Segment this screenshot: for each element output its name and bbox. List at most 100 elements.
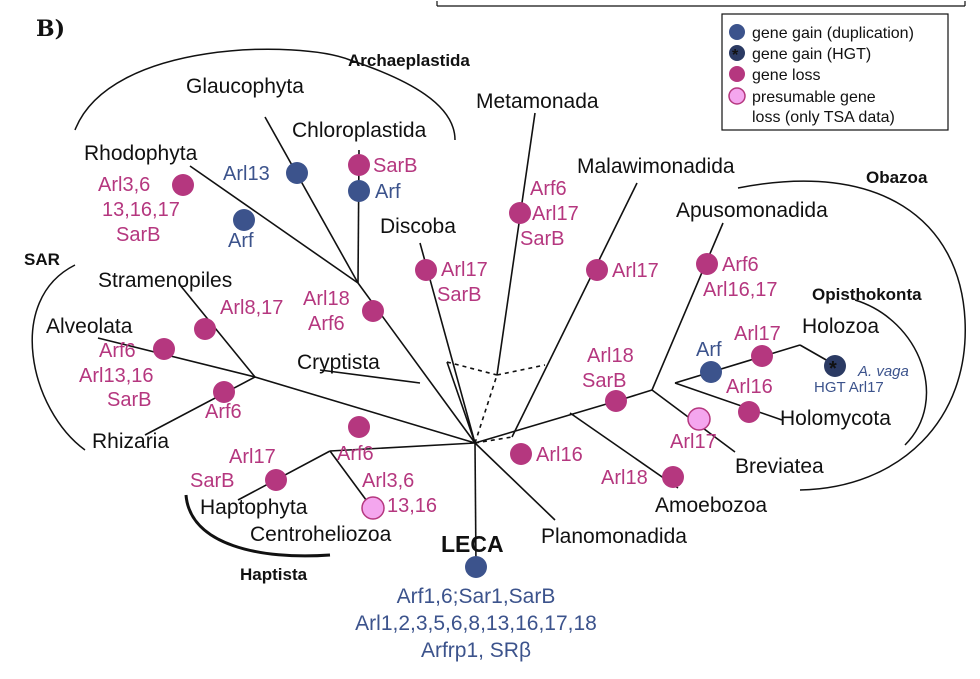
- metamonada-dashed: [474, 374, 498, 444]
- opisthokonta-gain-marker: [700, 361, 722, 383]
- metamonada-branch: [496, 112, 536, 376]
- centroheliozoa-presumable-loss-marker: [361, 496, 385, 520]
- legend-presumable-label-2: loss (only TSA data): [752, 109, 895, 126]
- amoebozoa-label: Amoebozoa: [655, 494, 767, 517]
- rhizaria-loss-marker: [213, 381, 235, 403]
- stramenopiles-label: Stramenopiles: [98, 269, 232, 292]
- panel-label: B): [36, 16, 65, 42]
- glaucophyta-branch: [264, 116, 359, 284]
- cryptista-dashed: [446, 361, 498, 376]
- hgt-asterisk-icon: *: [829, 358, 837, 380]
- stramenopiles-loss-label: Arl8,17: [220, 297, 283, 319]
- rhizaria-label: Rhizaria: [92, 430, 169, 453]
- holomycota-label: Holomycota: [780, 407, 891, 430]
- metamonada-dashed-right: [496, 364, 546, 376]
- haptista-loss-marker: [348, 416, 370, 438]
- legend-hgt-label: gene gain (HGT): [752, 46, 871, 63]
- glaucophyta-label: Glaucophyta: [186, 75, 304, 98]
- planomonadida-loss-marker: [510, 443, 532, 465]
- obazoa-loss-marker: [605, 390, 627, 412]
- chloroplastida-label: Chloroplastida: [292, 119, 427, 142]
- obazoa-loss-label-1: Arl18: [587, 345, 634, 367]
- hgt-arl17-label: HGT Arl17: [814, 379, 884, 396]
- haptista-stem: [329, 442, 476, 452]
- legend-loss-marker: [729, 66, 745, 82]
- archaeplastida-arc: [74, 48, 456, 141]
- rhodophyta-branch: [189, 165, 359, 284]
- legend-hgt-marker: [729, 45, 745, 61]
- alveolata-loss-label-1: Arf6: [99, 340, 136, 362]
- event-markers: *: [153, 154, 846, 578]
- leca-stem: [474, 442, 477, 568]
- apusomonadida-loss-label-2: Arl16,17: [703, 279, 778, 301]
- chloroplastida-gain-marker: [348, 180, 370, 202]
- haptophyta-loss-marker: [265, 469, 287, 491]
- haptista-label: Haptista: [240, 565, 308, 584]
- haptophyta-loss-label-2: SarB: [190, 470, 234, 492]
- opisthokonta-label: Opisthokonta: [812, 285, 922, 304]
- legend-hgt-asterisk-icon: *: [732, 47, 739, 64]
- metamonada-loss-label-3: SarB: [520, 228, 564, 250]
- rhodophyta-gain-label: Arf: [228, 230, 254, 252]
- apusomonadida-branch: [651, 222, 724, 391]
- breviatea-loss-label: Arl17: [670, 431, 717, 453]
- holomycota-loss-label: Arl16: [726, 376, 773, 398]
- avaga-label: A. vaga: [857, 363, 909, 380]
- archaeplastida-label: Archaeplastida: [348, 51, 470, 70]
- alveolata-loss-marker: [153, 338, 175, 360]
- malawimonadida-label: Malawimonadida: [577, 155, 735, 178]
- haptophyta-loss-label-1: Arl17: [229, 446, 276, 468]
- chloroplastida-loss-label: SarB: [373, 155, 417, 177]
- breviatea-label: Breviatea: [735, 455, 824, 478]
- sar-label: SAR: [24, 250, 60, 269]
- rhodophyta-loss-marker: [172, 174, 194, 196]
- discoba-loss-label-1: Arl17: [441, 259, 488, 281]
- cryptista-stem: [446, 361, 476, 444]
- archaeplastida-loss-marker: [362, 300, 384, 322]
- apusomonadida-loss-marker: [696, 253, 718, 275]
- sar-stem: [254, 376, 476, 444]
- metamonada-loss-label-1: Arf6: [530, 178, 567, 200]
- centroheliozoa-loss-label-1: Arl3,6: [362, 470, 414, 492]
- apusomonadida-loss-label-1: Arf6: [722, 254, 759, 276]
- cryptista-branch: [319, 369, 421, 384]
- apusomonadida-label: Apusomonadida: [676, 199, 828, 222]
- malawimonadida-loss-marker: [586, 259, 608, 281]
- legend-gain-dup-label: gene gain (duplication): [752, 25, 914, 42]
- malawimonadida-loss-label: Arl17: [612, 260, 659, 282]
- rhodophyta-loss-label-1: Arl3,6: [98, 174, 150, 196]
- holozoa-loss-label: Arl17: [734, 323, 781, 345]
- leca-genes-line-3: Arfrp1, SRβ: [421, 639, 531, 662]
- archaeplastida-loss-label-2: Arf6: [308, 313, 345, 335]
- rhodophyta-label: Rhodophyta: [84, 142, 198, 165]
- planomonadida-branch: [474, 442, 556, 521]
- haptista-arc: [184, 494, 331, 558]
- chloroplastida-loss-marker: [348, 154, 370, 176]
- alveolata-loss-label-3: SarB: [107, 389, 151, 411]
- obazoa-loss-label-2: SarB: [582, 370, 626, 392]
- rhizaria-branch: [144, 376, 256, 436]
- rhodophyta-loss-label-2: 13,16,17: [102, 199, 180, 221]
- haptista-loss-label: Arf6: [337, 443, 374, 465]
- stramenopiles-loss-marker: [194, 318, 216, 340]
- discoba-loss-marker: [415, 259, 437, 281]
- cryptista-label: Cryptista: [297, 351, 380, 374]
- event-labels: Arl13 SarB Arf Arl3,6 13,16,17 SarB Arf …: [79, 155, 909, 517]
- malawi-dashed: [474, 436, 513, 444]
- malawimonadida-branch: [511, 182, 638, 438]
- rhodophyta-loss-label-3: SarB: [116, 224, 160, 246]
- holozoa-loss-marker: [751, 345, 773, 367]
- glaucophyta-gain-label: Arl13: [223, 163, 270, 185]
- legend-loss-label: gene loss: [752, 67, 821, 84]
- opisthokonta-gain-label: Arf: [696, 339, 722, 361]
- discoba-loss-label-2: SarB: [437, 284, 481, 306]
- planomonadida-label: Planomonadida: [541, 525, 687, 548]
- holomycota-branch: [674, 382, 783, 421]
- rhodophyta-gain-marker: [233, 209, 255, 231]
- amoebozoa-loss-label: Arl18: [601, 467, 648, 489]
- leca-label: LECA: [441, 531, 504, 557]
- obazoa-arc: [737, 180, 966, 491]
- metamonada-loss-marker: [509, 202, 531, 224]
- haptophyta-label: Haptophyta: [200, 496, 308, 519]
